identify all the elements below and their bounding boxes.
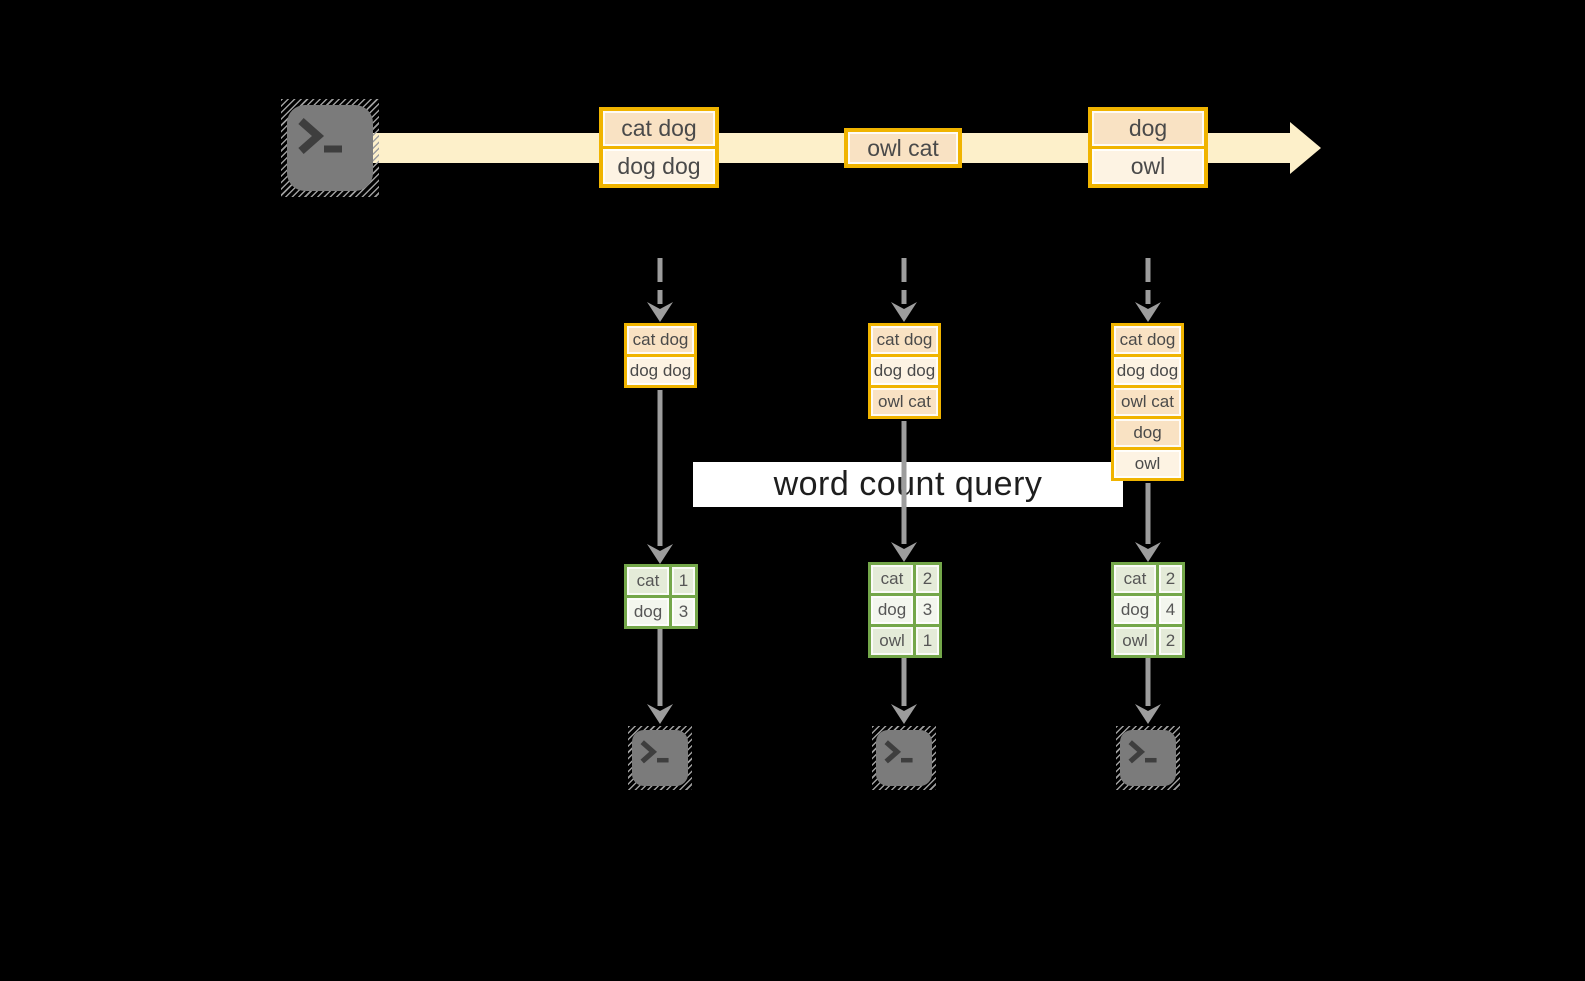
- result-count-cell: 1: [916, 627, 939, 655]
- event-cell: dog dog: [603, 149, 715, 184]
- sink-terminal-icon: [872, 726, 936, 790]
- down-arrow-icon: [1135, 483, 1161, 562]
- state-cell: owl cat: [1114, 388, 1181, 416]
- result-count-cell: 3: [672, 598, 695, 626]
- result-count-cell: 3: [916, 596, 939, 624]
- state-cell: dog: [1114, 419, 1181, 447]
- sink-terminal-icon: [1116, 726, 1180, 790]
- stream-event-box-1: cat dog dog dog: [599, 107, 719, 188]
- result-word-cell: dog: [1114, 596, 1156, 624]
- result-table-1: cat 1 dog 3: [624, 564, 698, 629]
- state-cell: cat dog: [627, 326, 694, 354]
- query-label-box: word count query: [693, 462, 1123, 507]
- source-terminal-icon: [281, 99, 379, 197]
- state-cell: dog dog: [627, 357, 694, 385]
- result-word-cell: cat: [1114, 565, 1156, 593]
- state-cell: cat dog: [871, 326, 938, 354]
- event-cell: dog: [1092, 111, 1204, 146]
- sink-terminal-icon: [628, 726, 692, 790]
- result-word-cell: dog: [871, 596, 913, 624]
- down-arrow-icon: [647, 390, 673, 564]
- result-word-cell: owl: [871, 627, 913, 655]
- stream-event-box-2: owl cat: [844, 128, 962, 168]
- stream-right-arrow-icon: [1290, 122, 1321, 174]
- down-arrow-icon: [891, 421, 917, 562]
- state-cell: owl cat: [871, 388, 938, 416]
- result-count-cell: 4: [1159, 596, 1182, 624]
- result-count-cell: 2: [1159, 627, 1182, 655]
- result-word-cell: owl: [1114, 627, 1156, 655]
- result-count-cell: 2: [1159, 565, 1182, 593]
- down-arrow-icon: [891, 658, 917, 724]
- down-arrow-icon: [647, 629, 673, 724]
- event-cell: owl: [1092, 149, 1204, 184]
- dashed-down-arrow-icon: [1135, 258, 1161, 322]
- dashed-down-arrow-icon: [647, 258, 673, 322]
- down-arrow-icon: [1135, 658, 1161, 724]
- state-stack-3: cat dog dog dog owl cat dog owl: [1111, 323, 1184, 481]
- state-cell: dog dog: [871, 357, 938, 385]
- state-stack-2: cat dog dog dog owl cat: [868, 323, 941, 419]
- state-cell: dog dog: [1114, 357, 1181, 385]
- result-table-3: cat 2 dog 4 owl 2: [1111, 562, 1185, 658]
- state-cell: owl: [1114, 450, 1181, 478]
- dashed-down-arrow-icon: [891, 258, 917, 322]
- terminal-prompt-icon: [884, 740, 913, 764]
- terminal-prompt-icon: [640, 740, 669, 764]
- result-word-cell: cat: [871, 565, 913, 593]
- event-cell: owl cat: [848, 132, 958, 164]
- result-word-cell: cat: [627, 567, 669, 595]
- result-count-cell: 2: [916, 565, 939, 593]
- state-stack-1: cat dog dog dog: [624, 323, 697, 388]
- state-cell: cat dog: [1114, 326, 1181, 354]
- query-label: word count query: [773, 465, 1043, 503]
- result-word-cell: dog: [627, 598, 669, 626]
- result-count-cell: 1: [672, 567, 695, 595]
- terminal-prompt-icon: [298, 118, 342, 154]
- result-table-2: cat 2 dog 3 owl 1: [868, 562, 942, 658]
- stream-event-box-3: dog owl: [1088, 107, 1208, 188]
- event-cell: cat dog: [603, 111, 715, 146]
- terminal-prompt-icon: [1128, 740, 1157, 764]
